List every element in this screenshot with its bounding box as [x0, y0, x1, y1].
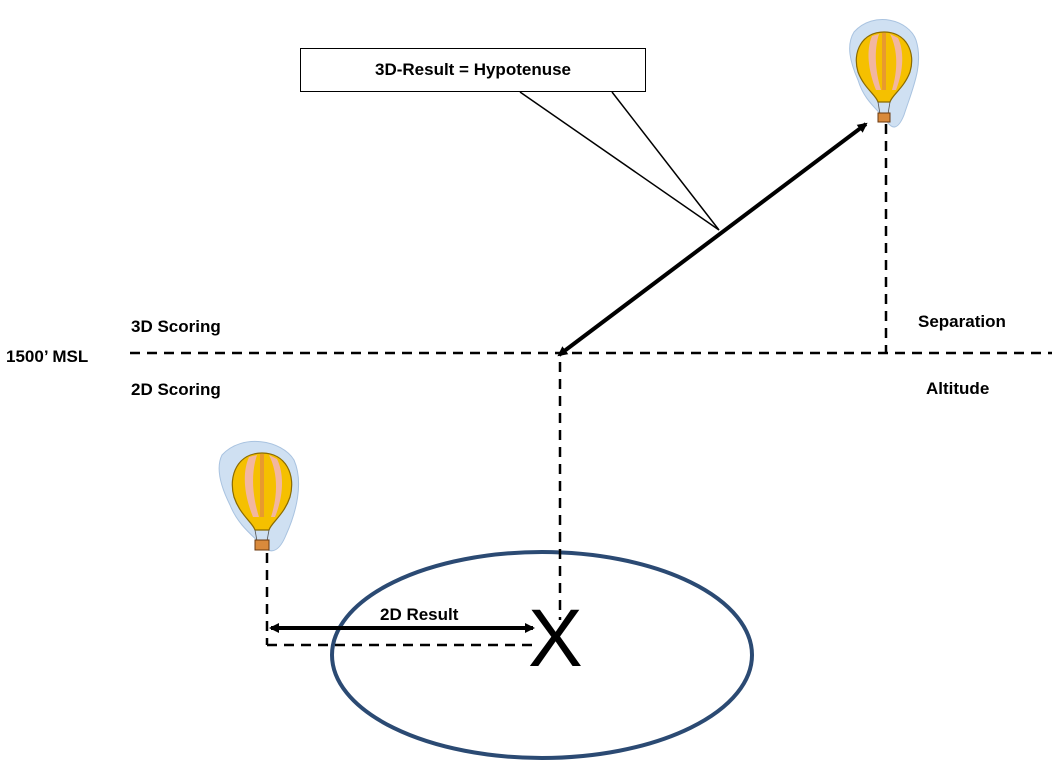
- label-msl: 1500’ MSL: [6, 347, 91, 366]
- label-2d-result: 2D Result: [380, 605, 459, 624]
- target-x-marker: X: [528, 593, 583, 684]
- callout-pointer-line-right: [611, 91, 720, 231]
- balloon-upper-icon: [849, 19, 920, 128]
- label-2d-scoring: 2D Scoring: [131, 380, 221, 399]
- label-altitude: Altitude: [926, 379, 990, 398]
- callout-pointer-line-left: [519, 91, 720, 231]
- label-separation: Separation: [918, 312, 1006, 331]
- callout-text: 3D-Result = Hypotenuse: [374, 60, 571, 79]
- callout-box: 3D-Result = Hypotenuse: [300, 48, 646, 92]
- target-area-ellipse: [330, 550, 754, 760]
- hypotenuse-arrow: [557, 122, 868, 357]
- balloon-lower-icon: [218, 440, 300, 552]
- label-3d-scoring: 3D Scoring: [131, 317, 221, 336]
